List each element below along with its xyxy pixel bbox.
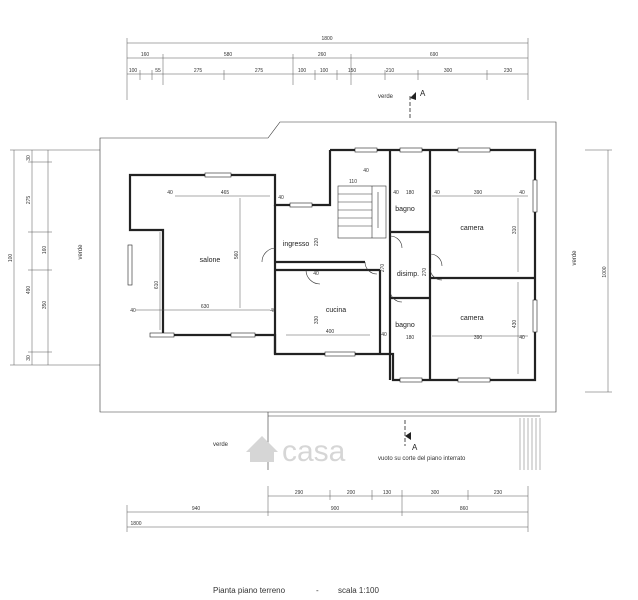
dim-top-row3: 275 — [194, 68, 203, 74]
left-dimension-lines: 100 30 275 160 490 350 30 — [8, 149, 100, 366]
dim-bottom-row2: 860 — [460, 506, 469, 512]
dim-top-row2: 690 — [430, 52, 439, 58]
dim-left: 100 — [8, 254, 14, 263]
dim-camera-r2: 40 — [519, 335, 525, 341]
dim-left: 490 — [26, 286, 32, 295]
dim-cucina-w: 400 — [326, 329, 335, 335]
dim-total-top: 1800 — [321, 36, 332, 42]
dim-bottom-row1: 300 — [431, 490, 440, 496]
bottom-dimension-lines: 290 200 130 300 230 940 900 860 1800 — [126, 486, 529, 532]
room-camera-top: camera — [460, 225, 483, 232]
watermark: casa — [246, 435, 346, 468]
dim-camera-bottom-w: 390 — [474, 335, 483, 341]
dim-cucina-h: 330 — [314, 316, 320, 325]
dim-top-row2: 580 — [224, 52, 233, 58]
dim-bottom-row1: 200 — [347, 490, 356, 496]
dim-salone-bottom: 630 — [201, 304, 210, 310]
dim-top-row2: 260 — [318, 52, 327, 58]
dim-top-row3: 150 — [348, 68, 357, 74]
section-marker-bottom: A — [412, 443, 418, 452]
dim-camera-top-h: 310 — [512, 226, 518, 235]
room-ingresso: ingresso — [283, 241, 310, 248]
dim-camera-top-w: 390 — [474, 190, 483, 196]
dim-stair-h: 270 — [380, 264, 386, 273]
dim-salone-height2: 560 — [234, 251, 240, 260]
dim-left: 275 — [26, 196, 32, 205]
dim-bottom-row1: 130 — [383, 490, 392, 496]
dim-salone-r2: 40 — [270, 308, 276, 314]
section-line-a: A A — [404, 89, 426, 452]
dim-salone-l1: 40 — [167, 190, 173, 196]
dim-stair-w: 110 — [349, 179, 357, 185]
dim-bottom-row1: 290 — [295, 490, 304, 496]
courtyard-note: vuoto su corte del piano interrato — [378, 456, 466, 462]
dim-stair-top: 40 — [363, 168, 369, 174]
dim-camera-l: 40 — [434, 190, 440, 196]
dim-salone-r1: 40 — [278, 195, 284, 201]
staircase — [338, 186, 379, 238]
dim-top-row3: 100 — [320, 68, 329, 74]
top-dimension-lines: 1800 160 580 260 690 100 55 275 275 100 … — [126, 36, 529, 100]
building-walls — [128, 148, 537, 382]
dim-cucina-r: 40 — [381, 332, 387, 338]
interior-dimensions: 465 630 610 560 40 40 40 40 220 330 400 … — [130, 168, 528, 374]
dim-salone-height: 610 — [154, 281, 160, 290]
verde-label-top: verde — [378, 94, 394, 100]
dim-cucina-tr: 40 — [313, 271, 319, 277]
dim-left: 350 — [42, 301, 48, 310]
dim-bagno-w1: 180 — [406, 190, 415, 196]
door-swings — [261, 235, 443, 303]
dim-bottom-row2: 900 — [331, 506, 340, 512]
caption-separator: - — [316, 586, 319, 595]
dim-top-row3: 230 — [504, 68, 513, 74]
dim-salone-top: 465 — [221, 190, 230, 196]
dim-bottom-row2: 940 — [192, 506, 201, 512]
dim-top-row2: 160 — [141, 52, 150, 58]
room-camera-bottom: camera — [460, 315, 483, 322]
room-disimpegno: disimp. — [397, 271, 419, 278]
dim-bagno-h1: 40 — [393, 190, 399, 196]
dim-bagno-w2: 180 — [406, 335, 415, 341]
dim-top-row3: 300 — [444, 68, 453, 74]
lot-boundary — [99, 121, 557, 413]
verde-label-left: verde — [78, 244, 84, 260]
watermark-text: casa — [282, 435, 346, 468]
room-cucina: cucina — [326, 307, 346, 314]
dim-left: 30 — [26, 155, 32, 161]
dim-bottom-total: 1800 — [130, 521, 141, 527]
dim-top-row3: 275 — [255, 68, 264, 74]
room-bagno-top: bagno — [395, 206, 415, 213]
dim-top-row3: 210 — [386, 68, 395, 74]
dim-left: 160 — [42, 246, 48, 255]
dim-ingresso-h: 220 — [314, 238, 320, 247]
windows — [127, 147, 538, 383]
house-logo-icon — [246, 436, 278, 462]
dim-camera-r1: 40 — [519, 190, 525, 196]
dim-right-total: 1000 — [602, 266, 608, 277]
right-dimension-line: 1000 — [585, 149, 612, 393]
plan-caption: Pianta piano terreno - scala 1:100 — [213, 586, 379, 595]
dim-top-row3: 55 — [155, 68, 161, 74]
caption-title: Pianta piano terreno — [213, 586, 286, 595]
dim-bottom-row1: 230 — [494, 490, 503, 496]
room-bagno-bottom: bagno — [395, 322, 415, 329]
dim-salone-l2: 40 — [130, 308, 136, 314]
room-salone: salone — [200, 257, 221, 264]
dim-disimp-h: 270 — [422, 268, 428, 277]
dim-top-row3: 100 — [129, 68, 138, 74]
verde-label-bottom: verde — [213, 442, 229, 448]
caption-scale: scala 1:100 — [338, 586, 379, 595]
section-marker-top: A — [420, 89, 426, 98]
dim-left: 30 — [26, 355, 32, 361]
verde-label-right: verde — [572, 250, 578, 266]
dim-camera-bottom-h: 430 — [512, 320, 518, 329]
dim-top-row3: 100 — [298, 68, 307, 74]
